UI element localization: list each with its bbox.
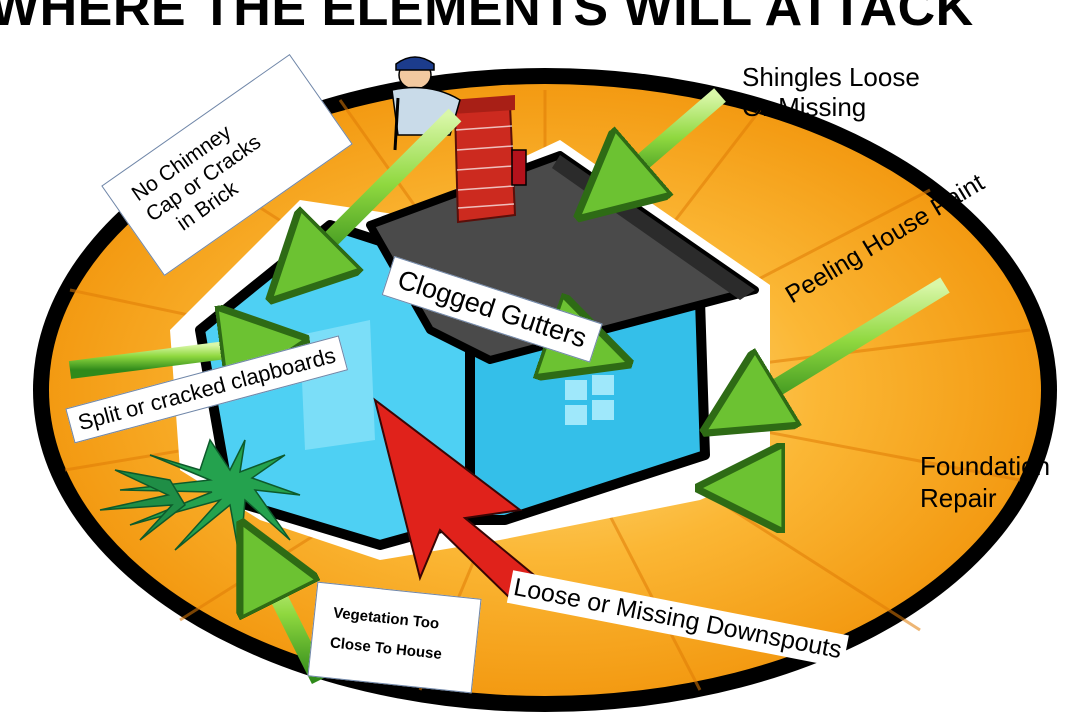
label-foundation: Foundation Repair [920, 450, 1050, 514]
label-shingles: Shingles Loose Or Missing [742, 62, 920, 122]
page-title: WHERE THE ELEMENTS WILL ATTACK [0, 0, 974, 38]
label-foundation-line1: Foundation [920, 450, 1050, 482]
label-vegetation: Vegetation Too Close To House [307, 582, 481, 694]
label-foundation-line2: Repair [920, 482, 1050, 514]
label-shingles-line1: Shingles Loose [742, 62, 920, 92]
chimney [450, 95, 515, 222]
label-shingles-line2: Or Missing [742, 92, 920, 122]
vent-pipe [512, 150, 526, 185]
